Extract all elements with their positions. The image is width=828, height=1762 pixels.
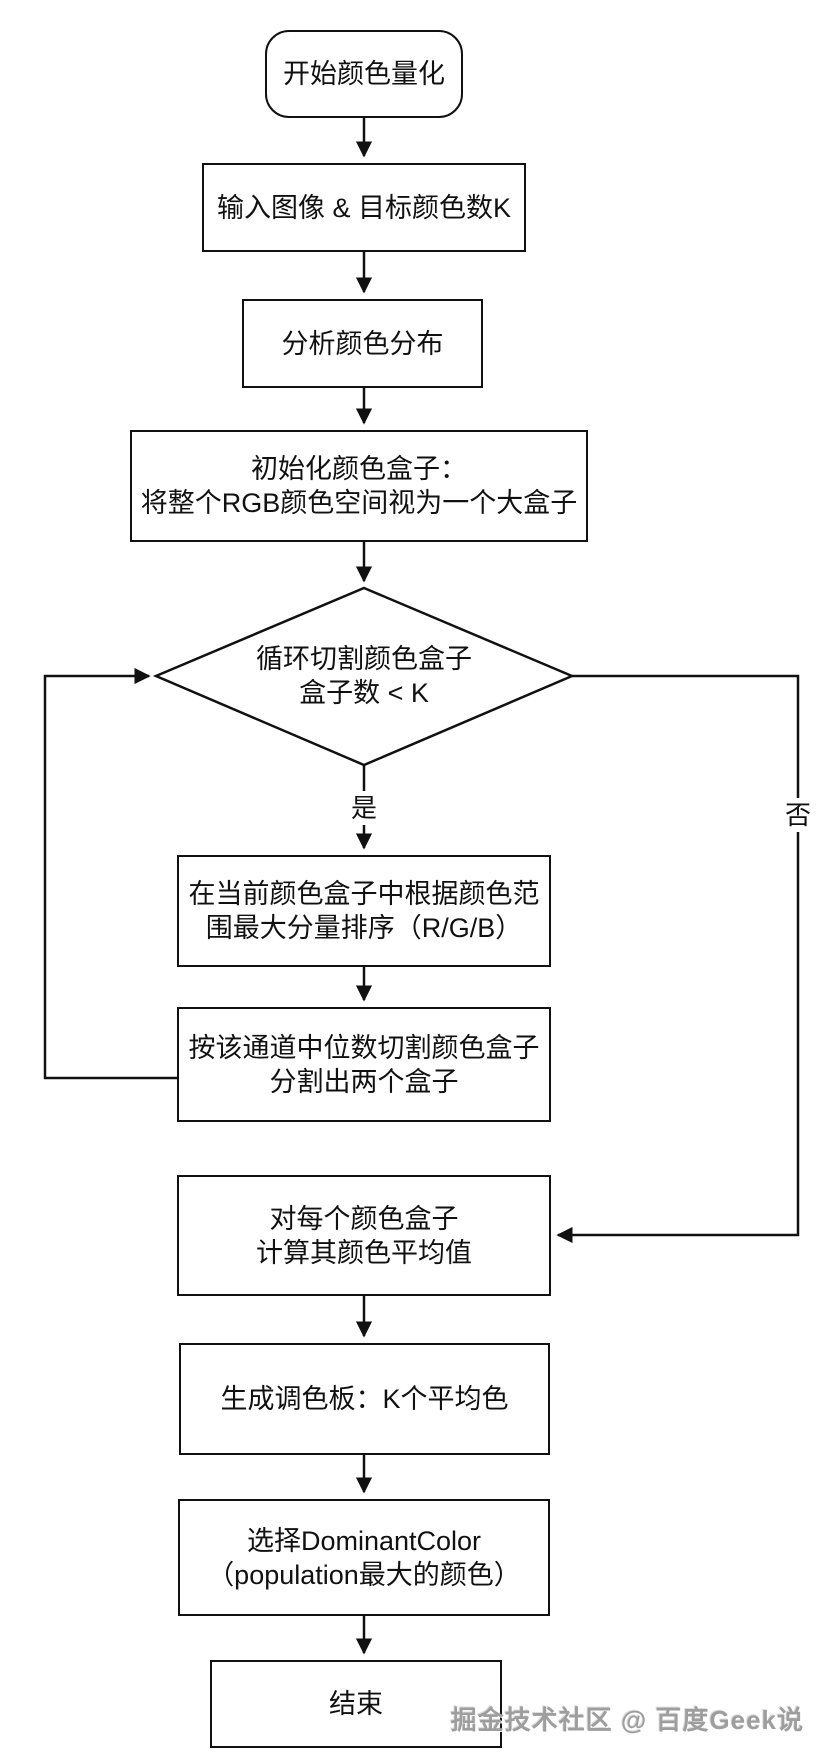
node-init-box: 初始化颜色盒子： 将整个RGB颜色空间视为一个大盒子 (130, 430, 588, 542)
node-analyze-label: 分析颜色分布 (281, 328, 444, 359)
node-average-line2: 计算其颜色平均值 (256, 1237, 472, 1268)
edge-label-no: 否 (781, 798, 815, 832)
node-loop-line1: 循环切割颜色盒子 (256, 644, 472, 674)
node-dominant-line2: （population最大的颜色） (207, 1559, 521, 1590)
watermark-text: 掘金技术社区 @ 百度Geek说 (450, 1705, 804, 1735)
node-init-line2: 将整个RGB颜色空间视为一个大盒子 (140, 488, 578, 518)
node-end: 结束 (210, 1660, 502, 1748)
node-sort-line1: 在当前颜色盒子中根据颜色范 (188, 879, 540, 909)
node-average: 对每个颜色盒子 计算其颜色平均值 (177, 1175, 551, 1296)
node-sort-line2: 围最大分量排序（R/G/B） (205, 913, 523, 943)
node-input: 输入图像 & 目标颜色数K (202, 163, 526, 252)
decision-diamond-shape (152, 586, 576, 767)
node-palette-label: 生成调色板：K个平均色 (220, 1384, 509, 1414)
node-split: 按该通道中位数切割颜色盒子 分割出两个盒子 (177, 1007, 551, 1122)
edge-loop-to-average-no (556, 674, 800, 1244)
node-dominant: 选择DominantColor （population最大的颜色） (178, 1499, 550, 1616)
node-analyze: 分析颜色分布 (242, 299, 483, 388)
node-start-label: 开始颜色量化 (283, 59, 445, 89)
node-init-line1: 初始化颜色盒子： (251, 454, 467, 484)
node-loop-line2: 盒子数 < K (299, 678, 429, 708)
node-start: 开始颜色量化 (265, 30, 463, 118)
node-split-line2: 分割出两个盒子 (269, 1066, 459, 1097)
node-end-label: 结束 (329, 1689, 383, 1719)
node-split-line1: 按该通道中位数切割颜色盒子 (188, 1032, 540, 1063)
edge-split-loopback-to-loop (43, 667, 177, 1080)
node-loop-decision-text: 循环切割颜色盒子 盒子数 < K (204, 630, 524, 722)
node-sort: 在当前颜色盒子中根据颜色范 围最大分量排序（R/G/B） (177, 855, 551, 967)
node-dominant-line1: 选择DominantColor (246, 1525, 482, 1556)
node-input-label: 输入图像 & 目标颜色数K (216, 192, 512, 223)
node-average-line1: 对每个颜色盒子 (269, 1203, 459, 1234)
edge-label-yes: 是 (347, 791, 381, 825)
node-palette: 生成调色板：K个平均色 (179, 1343, 550, 1455)
